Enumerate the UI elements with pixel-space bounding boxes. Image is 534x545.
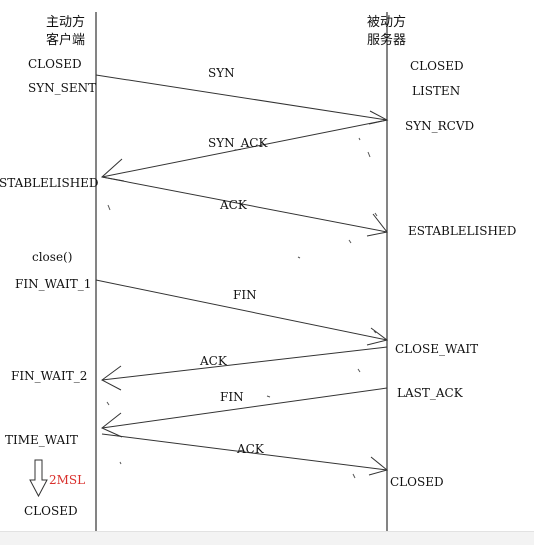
arrow-syn <box>95 74 389 125</box>
server-header: 被动方 服务器 <box>367 14 406 50</box>
arrow-ack-1 <box>101 176 388 237</box>
arrow-ack-2 <box>101 346 388 391</box>
client-state-established: STABLELISHED <box>0 176 99 190</box>
msg-ack-1-label: ACK <box>220 198 247 212</box>
client-header: 主动方 客户端 <box>46 14 85 50</box>
msg-fin-2-label: FIN <box>220 390 244 404</box>
msg-syn-ack-label: SYN_ACK <box>208 136 268 150</box>
client-state-closed: CLOSED <box>28 57 82 71</box>
client-close-call: close() <box>32 250 73 264</box>
arrow-fin-2 <box>101 387 388 438</box>
arrow-ack-3 <box>101 433 389 476</box>
server-state-close-wait: CLOSE_WAIT <box>395 342 479 356</box>
client-state-closed-final: CLOSED <box>24 504 78 518</box>
server-state-last-ack: LAST_ACK <box>397 386 463 400</box>
client-header-line2: 客户端 <box>46 33 86 48</box>
client-state-syn-sent: SYN_SENT <box>28 81 97 95</box>
client-state-fin-wait-1: FIN_WAIT_1 <box>15 277 92 291</box>
arrow-fin-1 <box>95 279 389 346</box>
bottom-edge-bar <box>0 531 534 545</box>
scan-specks <box>106 137 378 479</box>
arrow-syn-ack <box>100 119 388 182</box>
server-header-line2: 服务器 <box>367 33 407 48</box>
server-state-closed-final: CLOSED <box>390 475 444 489</box>
server-header-line1: 被动方 <box>367 15 407 30</box>
two-msl-down-arrow <box>29 459 48 498</box>
msg-fin-1-label: FIN <box>233 288 257 302</box>
msg-syn-label: SYN <box>208 66 235 80</box>
client-state-time-wait: TIME_WAIT <box>5 433 78 447</box>
client-header-line1: 主动方 <box>46 15 86 30</box>
two-msl-label: 2MSL <box>49 473 86 487</box>
server-state-syn-rcvd: SYN_RCVD <box>405 119 475 133</box>
server-state-closed: CLOSED <box>410 59 464 73</box>
server-state-established: ESTABLELISHED <box>408 224 517 238</box>
client-state-fin-wait-2: FIN_WAIT_2 <box>11 369 88 383</box>
msg-ack-3-label: ACK <box>237 442 264 456</box>
server-state-listen: LISTEN <box>412 84 461 98</box>
msg-ack-2-label: ACK <box>200 354 227 368</box>
